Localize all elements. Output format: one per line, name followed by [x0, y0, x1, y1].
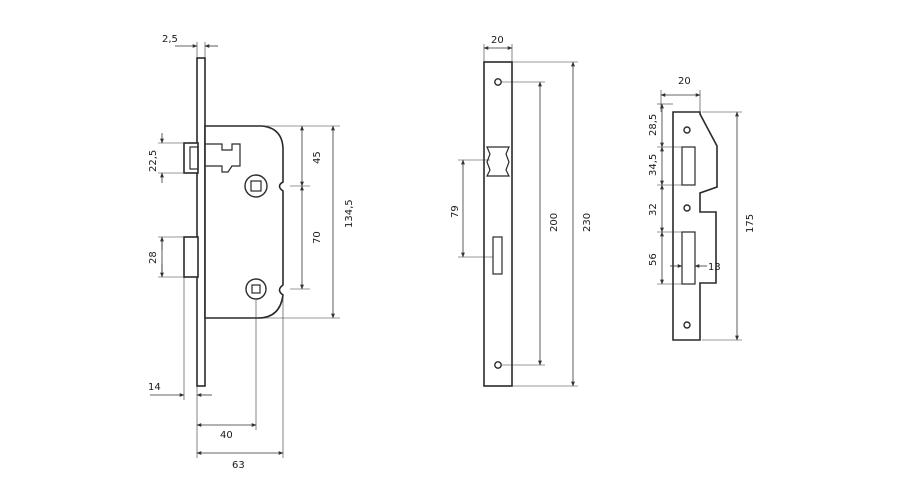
screw-hole-top	[494, 78, 502, 86]
dim-label: 40	[220, 430, 233, 441]
dim-label: 14	[148, 382, 161, 393]
bolt-opening	[492, 236, 503, 275]
strike-screw-hole-bottom	[683, 321, 691, 329]
strike-latch-opening	[681, 146, 696, 186]
dim-label: 20	[491, 35, 504, 46]
dim-label: 70	[312, 231, 323, 244]
strike-screw-hole-middle	[683, 204, 691, 212]
dim-label: 45	[312, 151, 323, 164]
front-plate	[196, 57, 206, 387]
dim-backset: 40	[196, 300, 257, 458]
dim-faceplate-width: 20	[483, 35, 513, 62]
dim-bolt-height: 28	[148, 236, 184, 278]
strike-plate	[672, 111, 718, 341]
dim-strike-chain: 28,5 34,5 32 56	[648, 103, 682, 285]
dim-label: 32	[648, 203, 659, 216]
latch-opening	[486, 146, 510, 177]
dim-front-width: 14	[148, 277, 212, 400]
dim-strike-opening-width: 13	[670, 262, 721, 273]
faceplate-view: 20 79 200 230	[450, 35, 593, 387]
dim-label: 79	[450, 205, 461, 218]
dim-label: 56	[648, 253, 659, 266]
key-cylinder-hole	[245, 278, 267, 300]
dim-faceplate-length: 230	[512, 61, 593, 387]
dim-strike-length: 175	[702, 111, 756, 341]
latch-bolt	[183, 142, 241, 174]
strike-plate-view: 20 28,5 34,5 32 56 13	[648, 76, 756, 341]
dim-latch-height: 22,5	[148, 133, 184, 183]
dim-hole-spacing: 200	[502, 81, 560, 366]
dim-latch-to-bolt: 79	[450, 159, 493, 258]
dim-label: 200	[549, 213, 560, 232]
dim-front-plate-thickness: 2,5	[162, 34, 218, 58]
dim-body-height: 134,5	[262, 125, 355, 319]
dim-label: 230	[582, 213, 593, 232]
dim-label: 175	[745, 214, 756, 233]
screw-hole-bottom	[494, 361, 502, 369]
faceplate	[483, 61, 513, 387]
dim-upper-offset: 45	[262, 125, 340, 187]
dim-label: 134,5	[344, 199, 355, 228]
strike-bolt-opening	[681, 231, 696, 285]
strike-screw-hole-top	[683, 126, 691, 134]
dim-label: 28,5	[648, 114, 659, 136]
lock-body-view: 2,5 22,5 28 45 70	[148, 34, 355, 471]
dim-center-distance: 70	[290, 185, 323, 290]
lock-case	[204, 125, 284, 319]
dim-strike-width: 20	[660, 76, 701, 112]
dim-label: 34,5	[648, 154, 659, 176]
dim-label: 63	[232, 460, 245, 471]
dim-label: 13	[708, 262, 721, 273]
dead-bolt	[183, 236, 199, 278]
dim-label: 22,5	[148, 150, 159, 172]
dim-label: 20	[678, 76, 691, 87]
dim-depth: 63	[196, 295, 284, 471]
dim-label: 2,5	[162, 34, 178, 45]
dim-label: 28	[148, 251, 159, 264]
handle-follower	[244, 174, 268, 198]
